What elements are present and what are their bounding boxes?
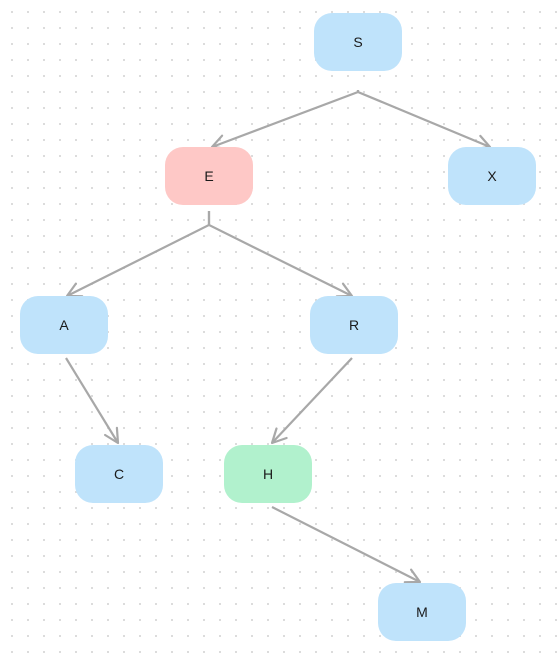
- node-x-label: X: [487, 168, 497, 184]
- node-a[interactable]: A: [20, 296, 108, 354]
- edge-a-c-line: [65, 357, 119, 444]
- node-s[interactable]: S: [314, 13, 402, 71]
- node-e-label: E: [204, 168, 214, 184]
- node-x[interactable]: X: [448, 147, 536, 205]
- edge-s-x: [356, 90, 492, 151]
- node-c-label: C: [113, 466, 125, 482]
- node-h[interactable]: H: [224, 445, 312, 503]
- node-r-label: R: [348, 317, 360, 333]
- edge-e-a: [65, 211, 211, 298]
- edge-e-a-line: [66, 211, 211, 297]
- edge-a-c-arrowhead: [103, 426, 120, 445]
- node-e[interactable]: E: [165, 147, 253, 205]
- node-h-label: H: [262, 466, 274, 482]
- node-s-label: S: [353, 34, 363, 50]
- edge-s-x-line: [356, 90, 491, 149]
- edge-h-m-line: [271, 506, 421, 583]
- edge-e-r-line: [207, 211, 353, 297]
- edge-e-r: [207, 211, 354, 298]
- edge-r-h: [270, 357, 353, 445]
- node-m[interactable]: M: [378, 583, 466, 641]
- node-c[interactable]: C: [75, 445, 163, 503]
- edge-a-c: [65, 357, 120, 445]
- node-r[interactable]: R: [310, 296, 398, 354]
- edge-s-e-line: [211, 90, 360, 149]
- edge-s-e: [210, 90, 360, 150]
- edge-h-m: [271, 506, 422, 584]
- edge-r-h-line: [271, 357, 353, 444]
- node-a-label: A: [59, 317, 69, 333]
- node-m-label: M: [416, 604, 428, 620]
- edge-h-m-arrowhead: [403, 568, 422, 584]
- edge-r-h-arrowhead: [270, 427, 288, 445]
